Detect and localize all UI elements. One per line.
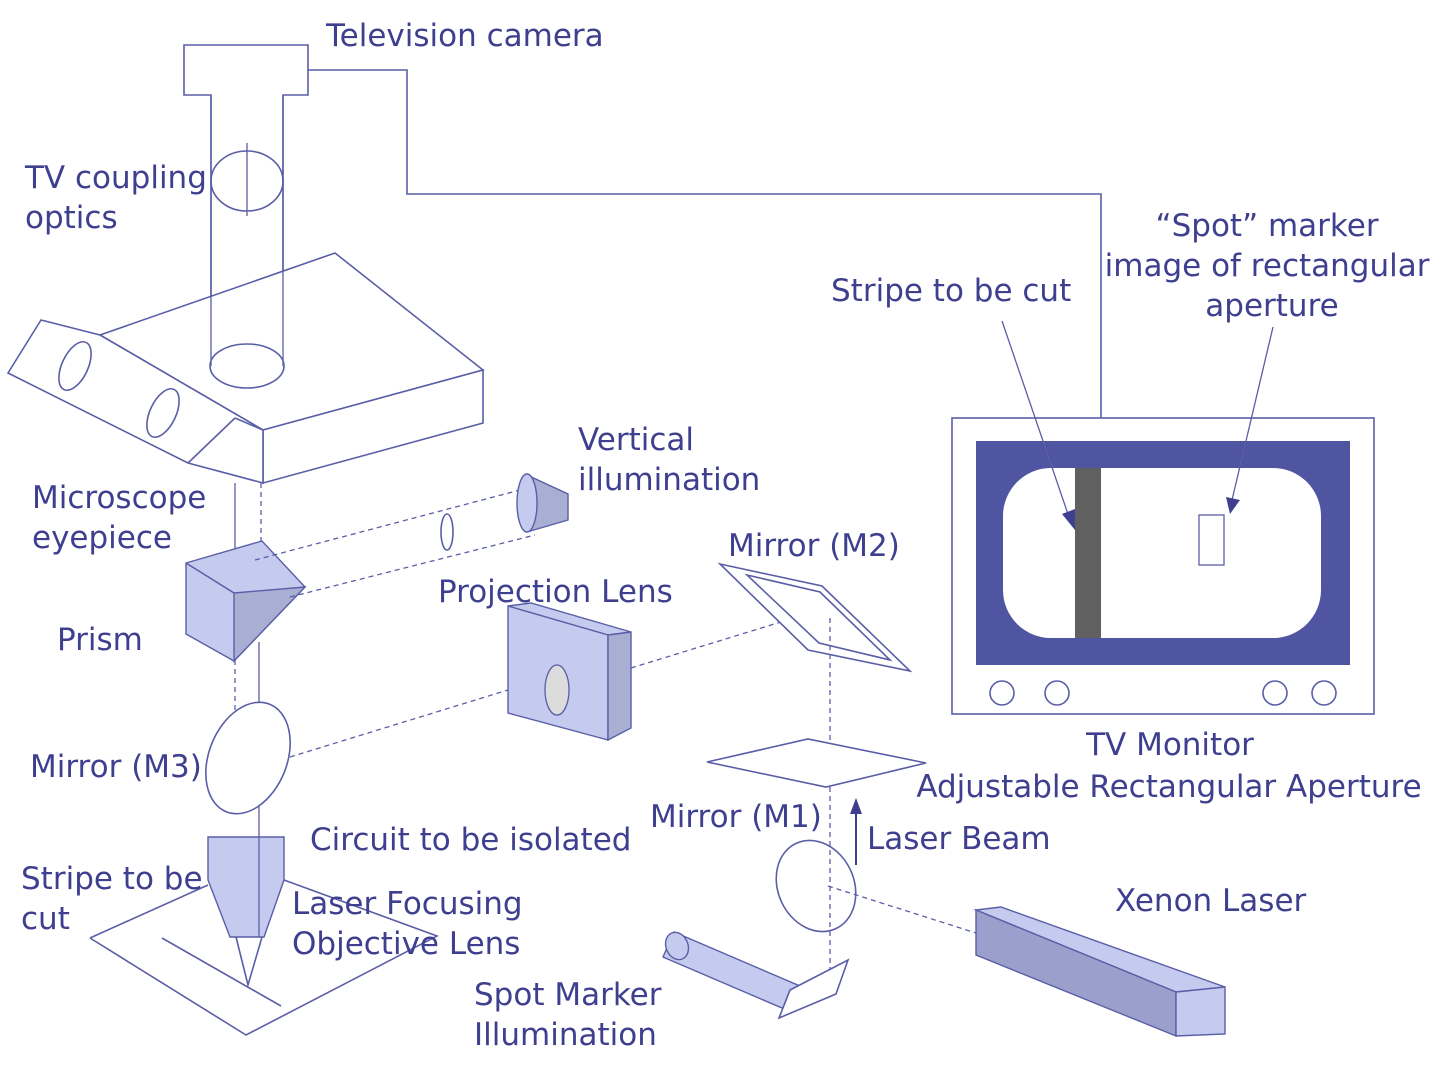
- label-prism: Prism: [57, 622, 143, 658]
- spot-marker-illumination: [662, 931, 850, 1020]
- label-television-camera: Television camera: [325, 18, 604, 54]
- tv-monitor: [951, 417, 1375, 715]
- label-laser-beam: Laser Beam: [867, 821, 1051, 857]
- label-microscope-eyepiece: Microscope eyepiece: [32, 480, 216, 556]
- prism: [185, 540, 307, 663]
- xenon-laser: [973, 906, 1226, 1038]
- label-projection-lens: Projection Lens: [438, 574, 673, 610]
- laser-focusing-objective: [207, 836, 285, 989]
- monitor-stripe: [1075, 468, 1101, 638]
- monitor-knob: [1044, 680, 1070, 706]
- vertical-illumination-lamp: [516, 473, 569, 533]
- label-xenon-laser: Xenon Laser: [1115, 883, 1307, 919]
- mirror-m1: [706, 738, 927, 788]
- label-tv-monitor: TV Monitor: [1085, 727, 1254, 763]
- label-vertical-illumination: Vertical illumination: [578, 422, 760, 498]
- monitor-knob: [1262, 680, 1288, 706]
- label-spot-marker-note: “Spot” marker image of rectangular apert…: [1105, 208, 1440, 324]
- label-tv-coupling-optics: TV coupling optics: [24, 160, 217, 236]
- camera-cable: [308, 69, 1102, 418]
- mirror-m3: [205, 701, 291, 815]
- monitor-knob: [1311, 680, 1337, 706]
- laser-beam-arrow: [850, 798, 862, 865]
- label-laser-focusing-objective: Laser Focusing Objective Lens: [292, 886, 532, 962]
- label-mirror-m1: Mirror (M1): [650, 799, 822, 835]
- label-mirror-m2: Mirror (M2): [728, 528, 900, 564]
- stripe-leader: [1001, 320, 1075, 530]
- spot-marker-rect: [1198, 514, 1225, 566]
- label-stripe-to-be-cut-monitor: Stripe to be cut: [831, 273, 1071, 309]
- circuit-wafer: [89, 879, 439, 1036]
- label-stripe-to-be-cut: Stripe to be cut: [21, 861, 212, 937]
- projection-lens: [507, 602, 632, 742]
- beam-combiner-mirror: [775, 839, 857, 933]
- label-adjustable-aperture: Adjustable Rectangular Aperture: [916, 769, 1421, 805]
- monitor-screen: [1003, 468, 1321, 638]
- label-mirror-m3: Mirror (M3): [30, 749, 202, 785]
- tv-coupling-lens: [210, 143, 284, 216]
- label-circuit-to-be-isolated: Circuit to be isolated: [310, 822, 631, 858]
- monitor-knob: [989, 680, 1015, 706]
- microscope-eyepiece: [6, 95, 485, 485]
- spot-marker-leader: [1226, 326, 1274, 514]
- mirror-m2: [717, 562, 913, 673]
- label-spot-marker-illumination: Spot Marker Illumination: [474, 977, 671, 1053]
